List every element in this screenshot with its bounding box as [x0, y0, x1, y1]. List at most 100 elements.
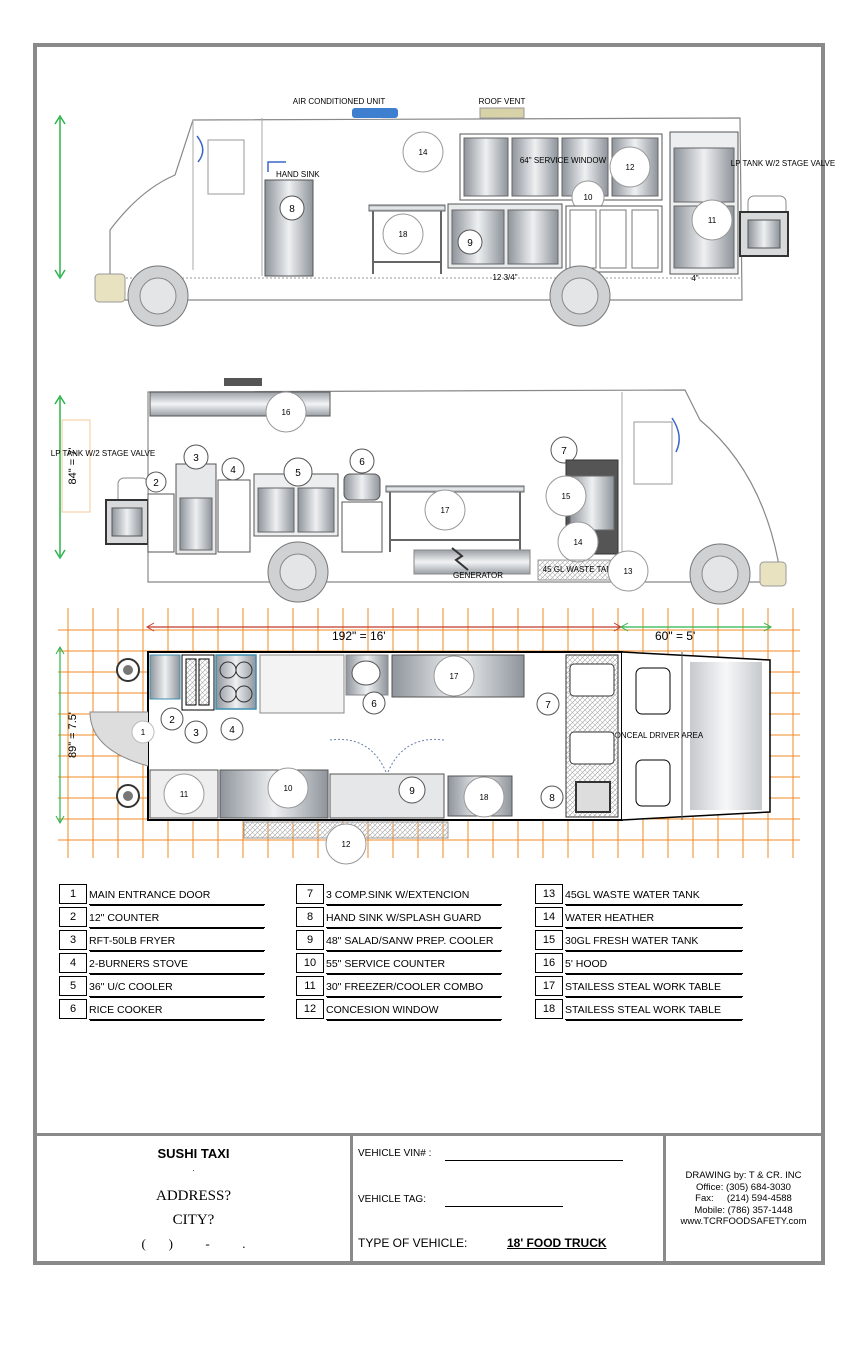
- legend-number: 7: [296, 884, 324, 904]
- project-name: SUSHI TAXI: [157, 1146, 230, 1161]
- legend-number: 12: [296, 999, 324, 1019]
- svg-text:13: 13: [624, 567, 633, 576]
- legend-text: WATER HEATHER: [565, 910, 743, 928]
- svg-text:10: 10: [584, 193, 593, 202]
- lp-tank-label-2: LP TANK W/2 STAGE VALVE: [51, 449, 155, 458]
- phone: ( ) - .: [141, 1236, 246, 1251]
- svg-text:2: 2: [153, 478, 159, 489]
- project-cell: SUSHI TAXI . ADDRESS? CITY? ( ) - .: [37, 1133, 353, 1263]
- legend-text: 48" SALAD/SANW PREP. COOLER: [326, 933, 502, 951]
- legend-text: 12" COUNTER: [89, 910, 265, 928]
- legend-text: MAIN ENTRANCE DOOR: [89, 887, 265, 905]
- svg-text:3: 3: [193, 453, 199, 464]
- legend-text: 45GL WASTE WATER TANK: [565, 887, 743, 905]
- svg-text:9: 9: [467, 238, 473, 249]
- legend-number: 11: [296, 976, 324, 996]
- cab-dim-label: 60" = 5': [655, 629, 695, 643]
- generator-label: GENERATOR: [453, 571, 503, 580]
- floor-plan: 192" = 16' 60" = 5' 89" = 7.5' CONCEAL D…: [55, 608, 800, 865]
- svg-text:11: 11: [180, 790, 189, 799]
- svg-text:8: 8: [289, 204, 295, 215]
- type-value: 18' FOOD TRUCK: [507, 1236, 607, 1250]
- city: CITY?: [172, 1212, 215, 1228]
- legend-number: 16: [535, 953, 563, 973]
- tag-label: VEHICLE TAG:: [358, 1194, 426, 1205]
- legend-number: 8: [296, 907, 324, 927]
- legend-number: 15: [535, 930, 563, 950]
- svg-text:6: 6: [371, 699, 377, 710]
- type-label: TYPE OF VEHICLE:: [358, 1236, 468, 1250]
- driver-area-label: CONCEAL DRIVER AREA: [609, 731, 704, 740]
- svg-text:8: 8: [549, 793, 555, 804]
- legend-number: 13: [535, 884, 563, 904]
- length-dim-label: 192" = 16': [332, 629, 386, 643]
- ac-unit-label: AIR CONDITIONED UNIT: [293, 97, 386, 106]
- truck-drawings: AIR CONDITIONED UNIT ROOF VENT HAND SINK…: [51, 97, 835, 865]
- legend-text: RFT-50LB FRYER: [89, 933, 265, 951]
- svg-text:4": 4": [691, 274, 698, 283]
- width-dim-label: 89" = 7.5': [67, 712, 79, 758]
- drawing-by-cell: DRAWING by: T & CR. INC Office: (305) 68…: [666, 1133, 821, 1263]
- svg-text:5: 5: [295, 468, 301, 479]
- hand-sink: [264, 179, 314, 277]
- svg-text:17: 17: [441, 506, 450, 515]
- website: www.TCRFOODSAFETY.com: [680, 1216, 807, 1227]
- elevation-view-1: AIR CONDITIONED UNIT ROOF VENT HAND SINK…: [54, 97, 835, 327]
- vehicle-cell: VEHICLE VIN# : VEHICLE TAG: TYPE OF VEHI…: [353, 1133, 666, 1263]
- legend-number: 14: [535, 907, 563, 927]
- vin-line: [445, 1160, 623, 1161]
- svg-text:11: 11: [708, 216, 717, 225]
- legend-number: 1: [59, 884, 87, 904]
- svg-text:7: 7: [545, 700, 551, 711]
- fax: Fax: (214) 594-4588: [695, 1193, 792, 1204]
- legend-text: 30" FREEZER/COOLER COMBO: [326, 979, 502, 997]
- rear-wheel: [549, 265, 611, 327]
- svg-text:15: 15: [562, 492, 571, 501]
- hand-sink-label: HAND SINK: [276, 170, 320, 179]
- tag-line: [445, 1206, 563, 1207]
- svg-text:7: 7: [561, 446, 567, 457]
- legend-text: CONCESION WINDOW: [326, 1002, 502, 1020]
- waste-tank-label: 45 GL WASTE TANK: [543, 565, 618, 574]
- legend-number: 18: [535, 999, 563, 1019]
- legend-number: 9: [296, 930, 324, 950]
- svg-text:14: 14: [419, 148, 428, 157]
- legend-number: 3: [59, 930, 87, 950]
- svg-text:12: 12: [342, 840, 351, 849]
- svg-text:10: 10: [284, 784, 293, 793]
- legend-number: 2: [59, 907, 87, 927]
- svg-text:4: 4: [229, 725, 235, 736]
- legend-text: STAILESS STEAL WORK TABLE: [565, 979, 743, 997]
- svg-text:4: 4: [230, 465, 236, 476]
- svg-text:9: 9: [409, 786, 415, 797]
- legend-text: 2-BURNERS STOVE: [89, 956, 265, 974]
- generator: [413, 549, 531, 575]
- legend-number: 10: [296, 953, 324, 973]
- front-wheel: [127, 265, 189, 327]
- legend-number: 6: [59, 999, 87, 1019]
- legend-text: 3 COMP.SINK W/EXTENCION: [326, 887, 502, 905]
- roof-vent: [479, 107, 525, 119]
- title-block: SUSHI TAXI . ADDRESS? CITY? ( ) - . VEHI…: [37, 1133, 821, 1263]
- legend-text: STAILESS STEAL WORK TABLE: [565, 1002, 743, 1020]
- svg-text:1: 1: [141, 728, 146, 737]
- elevation-view-2: 84" = 7' 16 LP TANK W/2 STAGE VALVE 2 3 …: [51, 378, 787, 605]
- legend-text: 55" SERVICE COUNTER: [326, 956, 502, 974]
- svg-text:3: 3: [193, 728, 199, 739]
- svg-text:12: 12: [626, 163, 635, 172]
- front-bumper: [94, 273, 126, 303]
- address: ADDRESS?: [155, 1188, 231, 1204]
- svg-text:18: 18: [480, 793, 489, 802]
- svg-text:18: 18: [399, 230, 408, 239]
- drawing-by: DRAWING by: T & CR. INC: [685, 1170, 802, 1181]
- svg-text:6: 6: [359, 457, 365, 468]
- legend-text: 30GL FRESH WATER TANK: [565, 933, 743, 951]
- svg-text:16: 16: [282, 408, 291, 417]
- svg-text:14: 14: [574, 538, 583, 547]
- service-window-label: 64" SERVICE WINDOW: [520, 156, 607, 165]
- office-phone: Office: (305) 684-3030: [696, 1181, 791, 1193]
- legend-number: 5: [59, 976, 87, 996]
- svg-text:2: 2: [169, 715, 175, 726]
- legend-text: 5' HOOD: [565, 956, 743, 974]
- lp-tank-label: LP TANK W/2 STAGE VALVE: [731, 159, 835, 168]
